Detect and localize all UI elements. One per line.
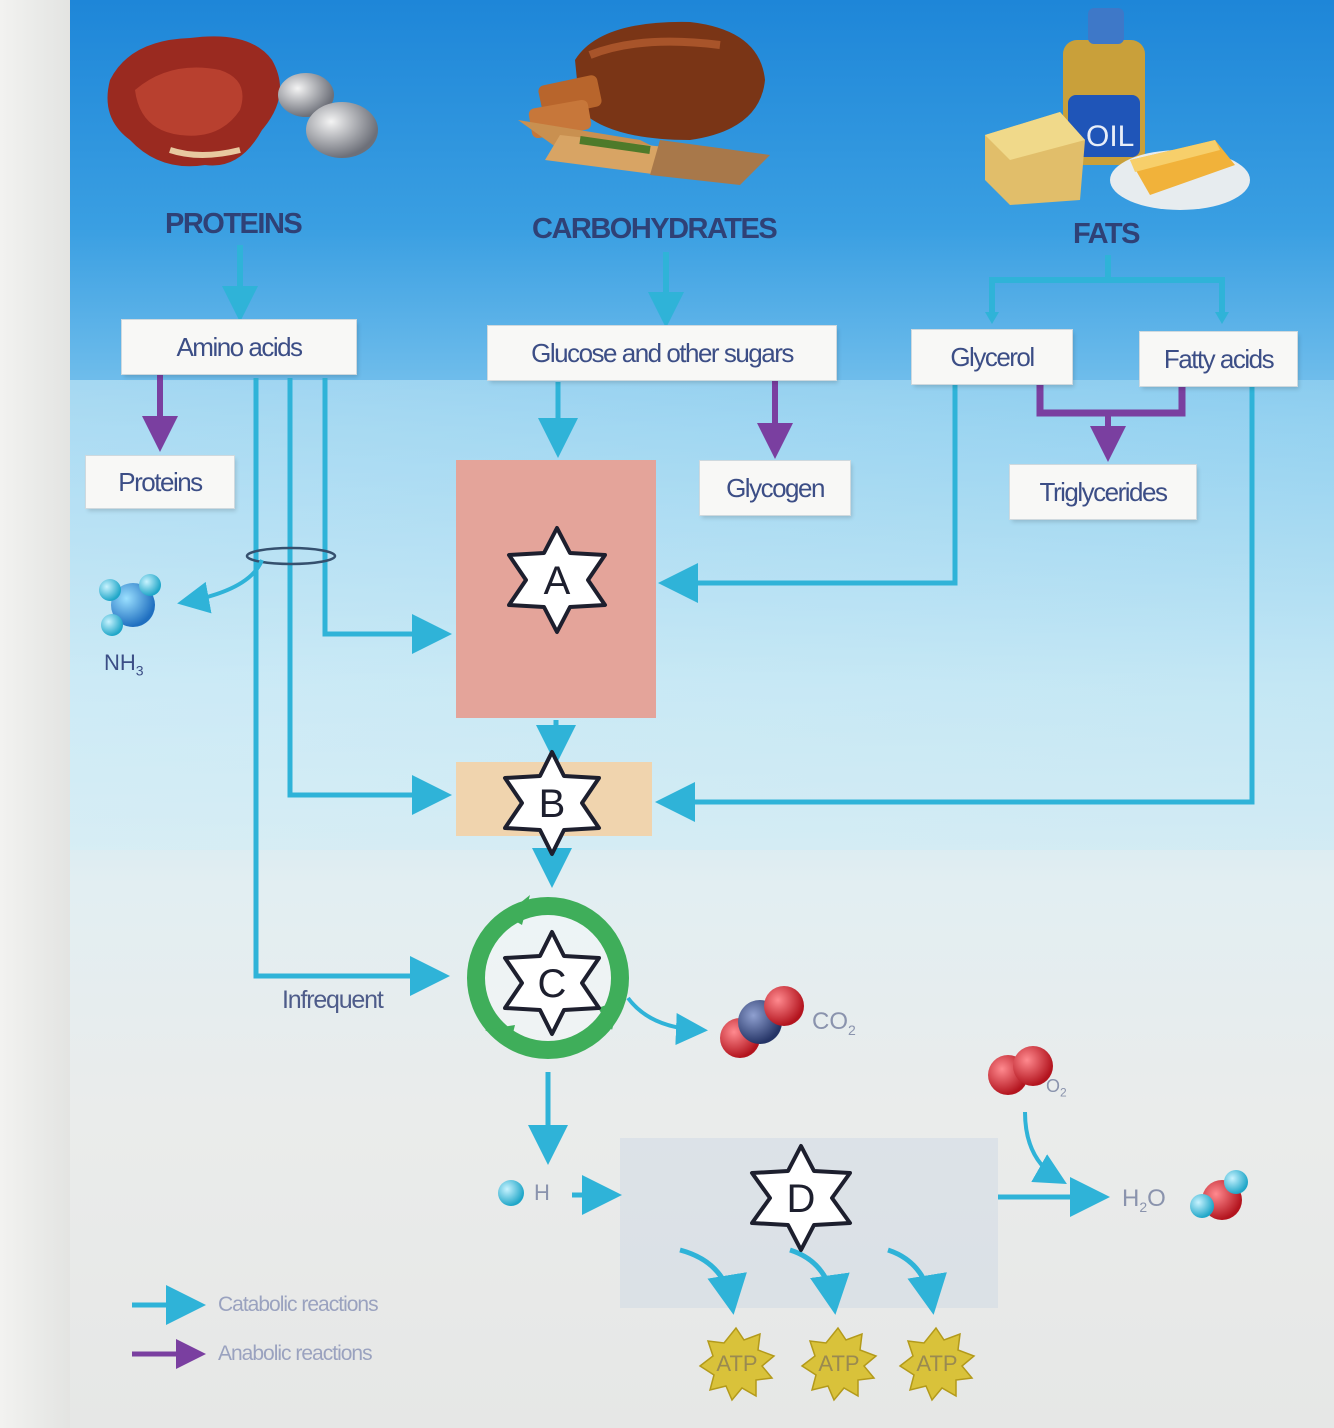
atp-label: ATP: [716, 1351, 757, 1376]
step-d-label: D: [787, 1177, 816, 1221]
star-a-icon: [507, 526, 607, 634]
deamination-ring: [245, 546, 337, 566]
atp-burst-icon: [698, 1326, 776, 1402]
arrow-amino-a: [322, 378, 452, 654]
co2-molecule-icon: [720, 986, 804, 1058]
h-label: H: [534, 1180, 550, 1205]
fats-title: FATS: [1073, 218, 1140, 250]
atp-label: ATP: [916, 1351, 957, 1376]
carbohydrates-title: CARBOHYDRATES: [532, 213, 778, 245]
arrow-d-atp-3: [887, 1247, 947, 1315]
star-d-icon: [750, 1144, 852, 1252]
h2o-label: H2O: [1122, 1185, 1166, 1215]
atp-burst-icon: [800, 1326, 878, 1402]
atp-label: ATP: [818, 1351, 859, 1376]
h-atom-icon: [498, 1180, 524, 1206]
h2o-molecule-icon: [1190, 1170, 1248, 1220]
o2-molecule-icon: [988, 1046, 1053, 1095]
arrow-amino-b: [287, 378, 452, 815]
arrow-glycerol-a: [658, 385, 958, 603]
o2-label: O2: [1046, 1076, 1067, 1100]
legend-catabolic-label: Catabolic reactions: [218, 1293, 379, 1316]
proteins-title: PROTEINS: [165, 208, 303, 240]
legend-anabolic-label: Anabolic reactions: [218, 1342, 373, 1365]
photo-margin: [0, 0, 80, 1428]
bracket-glycerol-fattyacids: [1036, 383, 1186, 417]
step-a-label: A: [544, 559, 571, 603]
glucose-box: Glucose and other sugars: [488, 326, 836, 380]
atp-bursts: [698, 1326, 976, 1402]
nh3-label: NH3: [104, 650, 144, 679]
nh3-molecule-icon: [99, 574, 161, 636]
arrow-to-nh3: [177, 559, 264, 614]
arrow-amino-c-infrequent: [253, 378, 450, 996]
triglycerides-box: Triglycerides: [1010, 465, 1196, 519]
arrow-fattyacids-b: [655, 385, 1255, 822]
amino-acids-box: Amino acids: [122, 320, 356, 374]
star-b-icon: [503, 750, 601, 856]
atp-burst-icon: [898, 1326, 976, 1402]
arrow-d-atp-2: [789, 1247, 850, 1315]
proteins-box: Proteins: [86, 456, 234, 508]
arrow-fats-split: [989, 255, 1225, 318]
step-c-label: C: [538, 962, 567, 1006]
arrow-o2-h2o: [1023, 1111, 1067, 1184]
star-c-icon: [503, 930, 601, 1036]
bread-icon: [518, 21, 770, 185]
oil-label: OIL: [1086, 120, 1134, 153]
fatty-acids-box: Fatty acids: [1140, 332, 1297, 386]
co2-label: CO2: [812, 1008, 856, 1038]
arrow-c-co2: [626, 996, 708, 1046]
step-b-label: B: [539, 782, 566, 826]
steak-eggs-icon: [107, 36, 378, 167]
arrow-d-atp-1: [679, 1247, 747, 1315]
fats-icon: OIL: [985, 8, 1250, 210]
glycogen-box: Glycogen: [700, 461, 850, 515]
infrequent-label: Infrequent: [282, 986, 384, 1014]
glycerol-box: Glycerol: [912, 330, 1072, 384]
